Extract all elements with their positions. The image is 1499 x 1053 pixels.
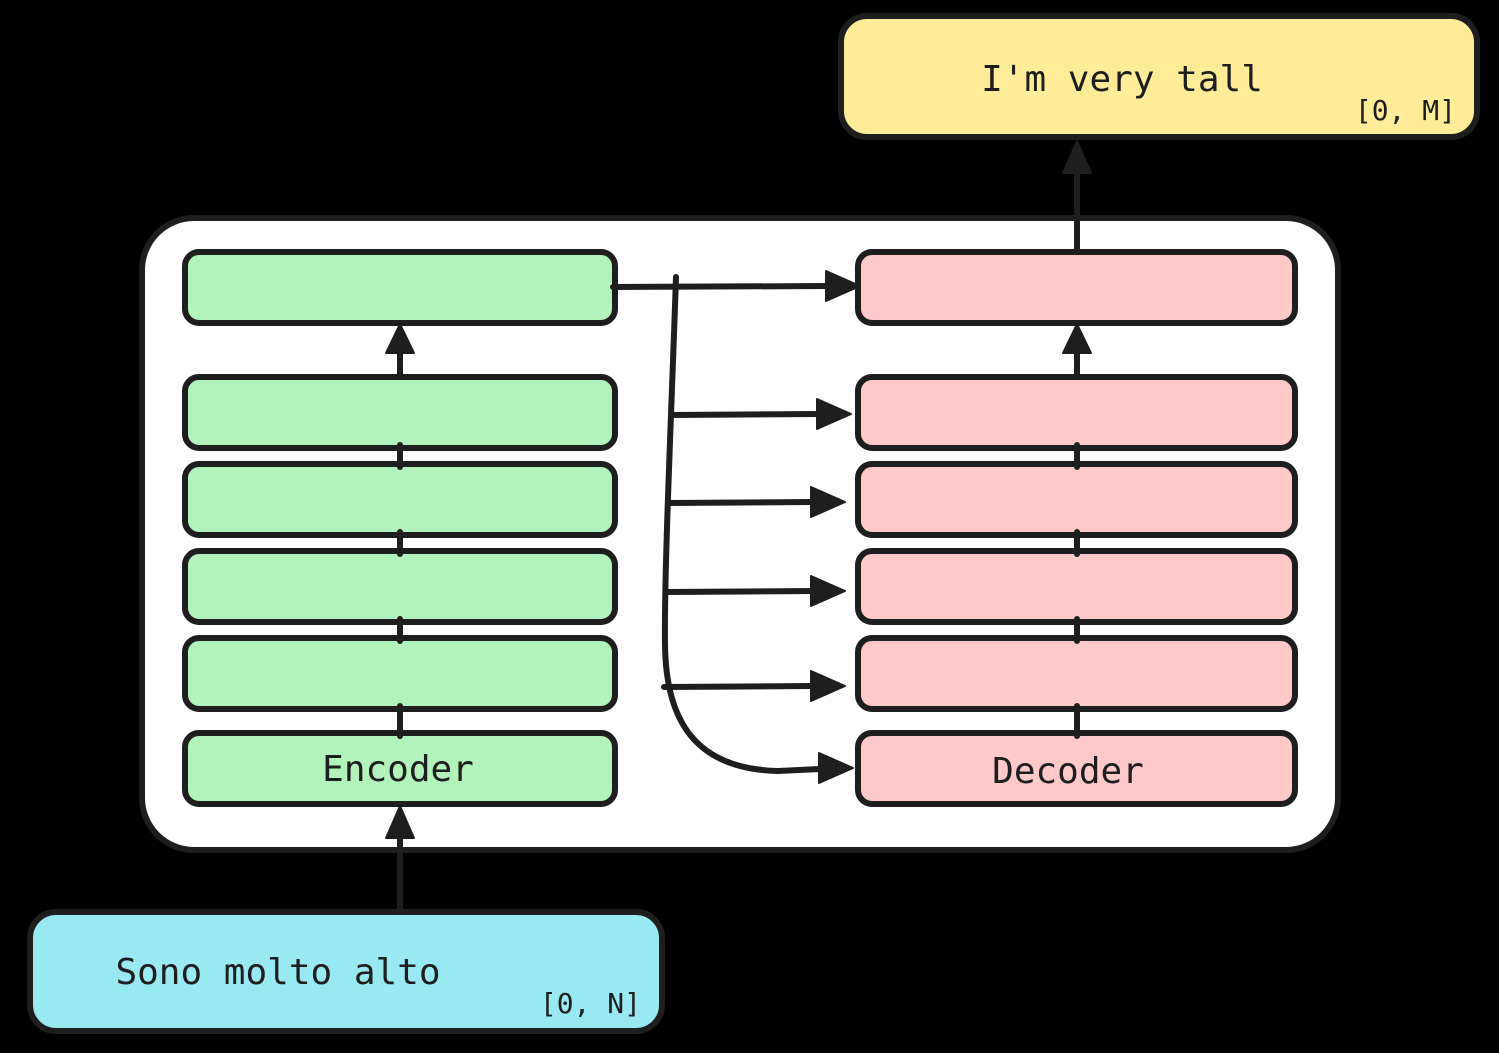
decoder-layer-4 [855,461,1298,538]
encoder-stack: Encoder [182,249,618,807]
cross-arrow-right-icon-3 [810,486,846,518]
output-arrow-up-icon [1062,140,1092,174]
input-text: Sono molto alto [115,952,440,993]
input-arrow-up-icon [385,805,415,839]
cross-connections [610,270,861,784]
output-range-label: [0, M] [1355,94,1456,127]
encoder-arrow-up-icon [385,323,415,354]
output-text: I'm very tall [981,59,1263,100]
cross-connection-trunk [661,274,823,774]
cross-branch-2 [669,411,823,418]
output-box-group: I'm very tall [0, M] [838,13,1480,254]
cross-arrow-right-icon-4 [810,575,846,607]
cross-branch-3 [665,499,817,506]
cross-arrow-line-top [610,283,833,290]
cross-arrow-right-icon-2 [816,398,852,430]
cross-arrow-right-icon-5 [810,670,846,702]
cross-branch-5 [661,683,817,690]
cross-branch-4 [663,588,817,595]
encoder-layer-2 [182,635,618,712]
decoder-layer-3 [855,548,1298,625]
cross-arrow-right-icon-1 [825,270,861,302]
cross-arrow-right-icon-6 [818,752,854,784]
encoder-layer-3 [182,548,618,625]
decoder-arrow-up-icon [1062,323,1092,354]
encoder-layer-6 [182,249,618,326]
encoder-layer-5 [182,374,618,451]
encoder-layer-4 [182,461,618,538]
decoder-layer-5 [855,374,1298,451]
decoder-stack: Decoder [855,249,1298,807]
encoder-label: Encoder [322,749,474,790]
output-box [838,13,1480,140]
decoder-layer-2 [855,635,1298,712]
input-range-label: [0, N] [540,987,641,1020]
decoder-layer-6 [855,249,1298,326]
decoder-label: Decoder [992,751,1144,792]
input-box-group: Sono molto alto [0, N] [27,805,665,1034]
input-box [27,909,665,1034]
